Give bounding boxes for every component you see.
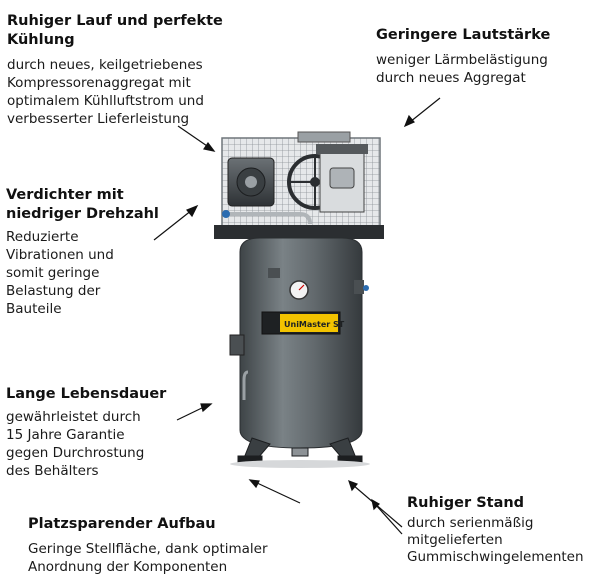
callout-stand-body: durch serienmäßig mitgelieferten Gummisc… [407,515,584,565]
arrow-stand-2 [374,503,403,535]
callout-noise: Geringere Lautstärke weniger Lärmbelästi… [376,26,596,87]
tank-legs [237,437,363,463]
top-plate [214,225,384,239]
callout-speed-body: Reduzierte Vibrationen und somit geringe… [6,229,114,317]
arrow-speed [153,209,193,241]
callout-stand: Ruhiger Stand durch serienmäßig mitgelie… [407,494,597,566]
product-label-text: UniMaster ST [284,320,345,329]
callout-lifetime-title: Lange Lebensdauer [6,386,167,402]
callout-cooling: Ruhiger Lauf und perfekte Kühlung durch … [7,12,257,128]
arrow-cooling [177,125,211,149]
arrow-noise [409,97,441,123]
compressor-head [221,131,381,229]
callout-cooling-title: Ruhiger Lauf und perfekte Kühlung [7,13,223,48]
callout-speed-title: Verdichter mit niedriger Drehzahl [6,187,159,222]
callout-space-body: Geringe Stellfläche, dank optimaler Anor… [28,541,268,575]
callout-space: Platzsparender Aufbau Geringe Stellfläch… [28,515,328,576]
callout-lifetime-body: gewährleistet durch 15 Jahre Garantie ge… [6,409,145,479]
callout-speed: Verdichter mit niedriger Drehzahl Reduzi… [6,186,206,318]
tank: UniMaster ST [229,237,369,449]
callout-space-title: Platzsparender Aufbau [28,516,216,532]
arrow-lifetime [176,405,207,421]
callout-lifetime: Lange Lebensdauer gewährleistet durch 15… [6,385,206,480]
callout-cooling-body: durch neues, keilgetriebenes Kompressore… [7,57,204,127]
callout-noise-title: Geringere Lautstärke [376,27,551,43]
callout-stand-title: Ruhiger Stand [407,495,525,511]
arrows [153,97,441,535]
callout-noise-body: weniger Lärmbelästigung durch neues Aggr… [376,52,548,86]
arrow-space [254,481,301,504]
